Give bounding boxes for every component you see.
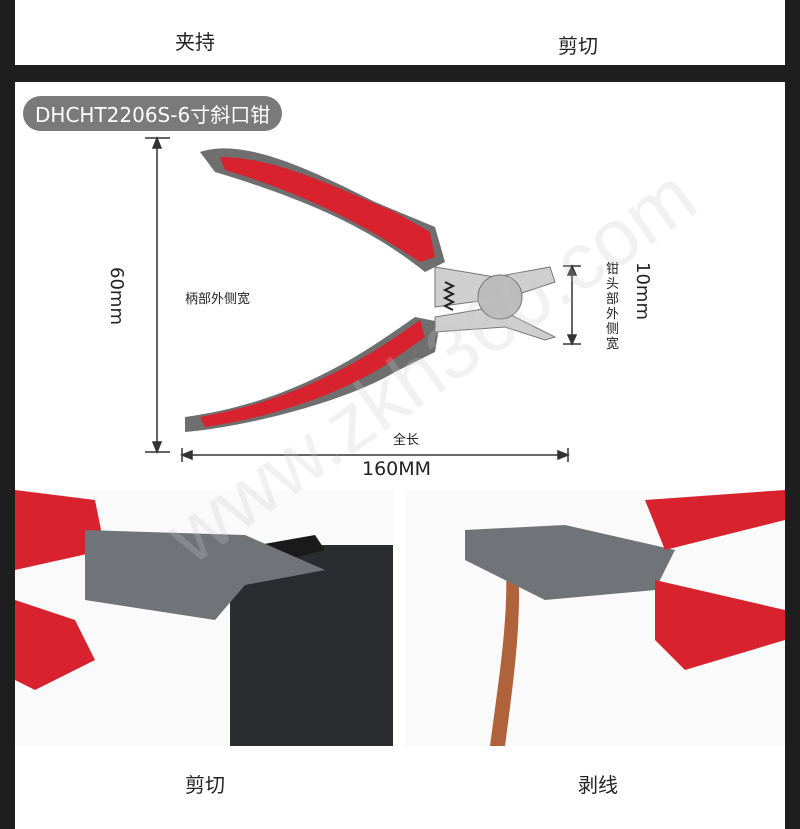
dimension-lines: [145, 135, 581, 462]
top-caption-panel: 夹持 剪切: [15, 0, 785, 65]
handle-width-label: 柄部外侧宽: [185, 292, 251, 307]
caption-cutting: 剪切: [558, 34, 598, 58]
caption-stripping-photo: 剥线: [578, 773, 618, 797]
height-dimension: 60mm: [106, 267, 127, 325]
head-width-label: 钳头部外侧宽: [606, 262, 620, 352]
pliers-image: [185, 148, 557, 432]
product-panel: DHCHT2206S-6寸斜口钳 60mm 柄部外侧宽 10mm 钳头部外侧宽 …: [15, 82, 785, 829]
head-dimension: 10mm: [632, 262, 653, 320]
length-dimension: 160MM: [362, 458, 432, 480]
pliers-diagram: [145, 135, 581, 462]
caption-clamping: 夹持: [175, 30, 215, 54]
product-badge: DHCHT2206S-6寸斜口钳: [23, 96, 283, 131]
caption-cutting-photo: 剪切: [185, 773, 225, 797]
length-label: 全长: [393, 433, 420, 448]
stripping-photo: [405, 490, 785, 746]
cutting-photo: [15, 490, 393, 746]
